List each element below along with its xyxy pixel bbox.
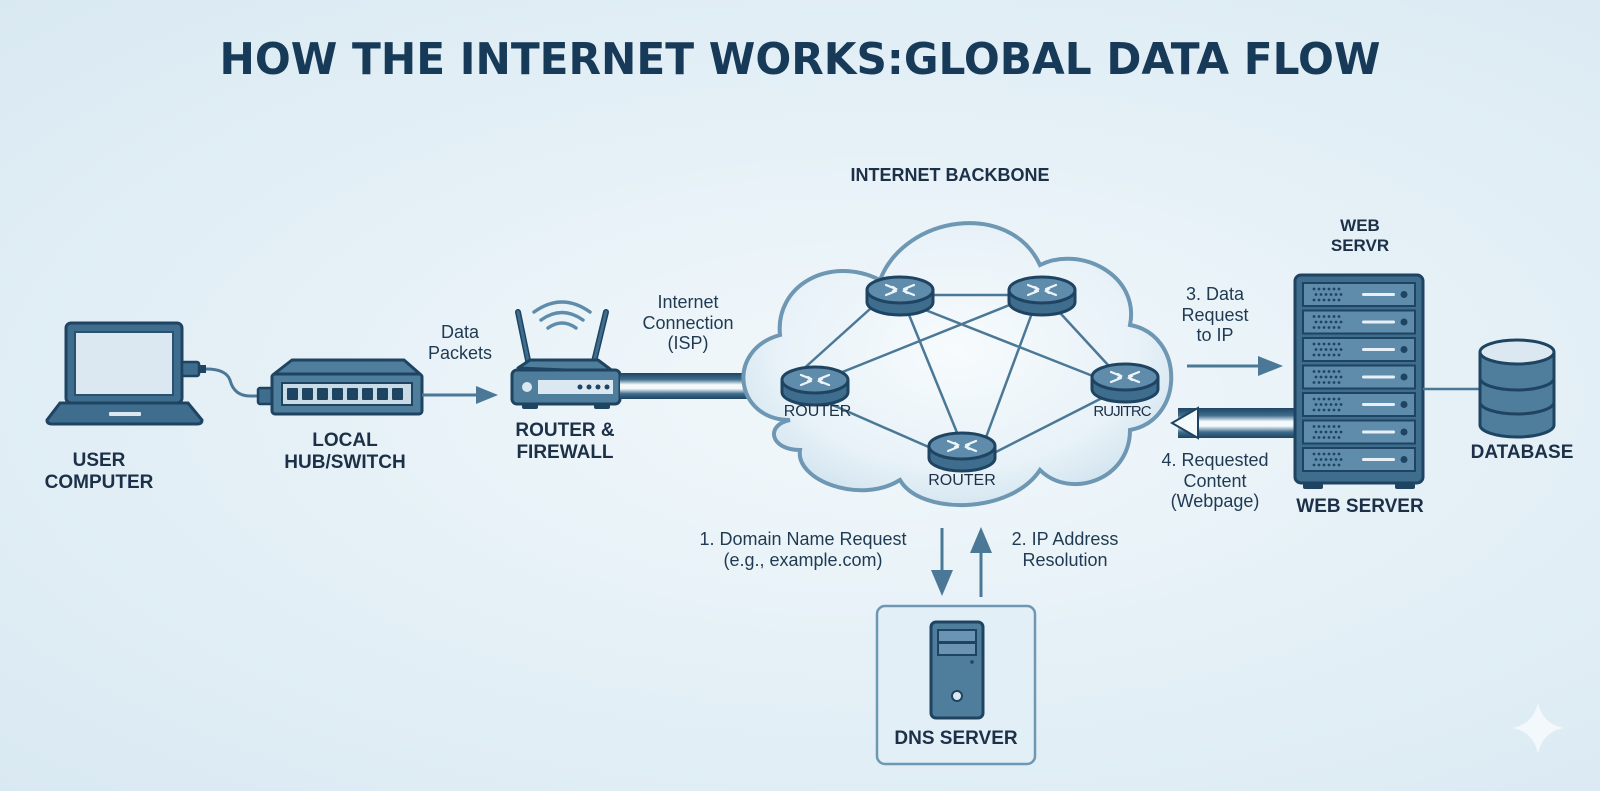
data-packets-label: Data Packets [420,322,500,363]
router-icon[interactable] [1090,362,1160,404]
label-line: 1. Domain Name Request [699,529,907,549]
step2-label: 2. IP Address Resolution [995,529,1135,570]
router-icon[interactable] [1007,275,1077,317]
isp-label: Internet Connection (ISP) [628,292,748,354]
router-icon[interactable] [780,365,850,407]
label-line: (e.g., example.com) [723,549,883,570]
requested-content-arrow [1169,406,1294,440]
label-line: to IP [1196,325,1234,346]
rack-unit [1302,337,1416,362]
data-packets-arrow [422,386,498,404]
server-tower-icon [929,620,985,720]
ip-resolution-arrow [970,527,992,597]
wifi-router-icon[interactable] [510,300,622,409]
rack-unit [1302,309,1416,335]
laptop-icon[interactable] [45,321,206,426]
rack-unit [1302,392,1416,417]
domain-request-arrow [931,528,953,596]
cable-laptop-to-switch [205,367,258,398]
router-firewall-label: ROUTER & FIREWALL [505,420,625,464]
label-line: SERVR [1330,235,1390,255]
label-line: HUB/SWITCH [284,451,406,473]
label-line: LOCAL [312,430,378,451]
rack-unit [1302,419,1416,445]
label-line: FIREWALL [516,441,614,463]
router-label: ROUTER [928,472,996,489]
user-computer-label: USER COMPUTER [44,450,154,494]
diagram-title: HOW THE INTERNET WORKS:GLOBAL DATA FLOW [219,34,1381,85]
database-icon[interactable] [1478,338,1556,439]
label-line: 2. IP Address [1011,529,1119,549]
label-line: Resolution [1022,549,1108,570]
rack-unit [1302,447,1416,472]
web-server-top-label: WEB SERVR [1300,216,1420,255]
step3-label: 3. Data Request to IP [1160,284,1270,346]
isp-connection-pipe [620,373,748,399]
router-label: ROUTER [783,403,852,420]
switch-icon[interactable] [256,358,424,416]
backbone-title: INTERNET BACKBONE [850,165,1050,185]
label-line: USER [72,450,126,471]
wifi-signal-icon [532,300,592,330]
web-server-label: WEB SERVER [1296,496,1424,517]
label-line: ROUTER & [515,420,615,441]
router-icon[interactable] [927,431,997,473]
label-line: (Webpage) [1170,491,1260,512]
label-line: Connection [642,312,734,333]
label-line: Internet [657,292,719,312]
dns-server-label: DNS SERVER [894,728,1018,749]
label-line: (ISP) [667,333,709,354]
step1-label: 1. Domain Name Request (e.g., example.co… [668,529,938,570]
rack-unit [1302,282,1416,307]
sparkle-icon [1512,702,1564,754]
router-icon[interactable] [865,275,935,317]
local-hub-label: LOCAL HUB/SWITCH [275,430,415,474]
label-line: Data [440,322,480,342]
rack-unit [1302,364,1416,390]
step4-label: 4. Requested Content (Webpage) [1140,450,1290,512]
label-line: COMPUTER [44,471,154,493]
router-label: RUJITRC [1093,403,1151,420]
data-request-arrow [1187,356,1283,376]
label-line: Content [1183,470,1247,491]
server-rack-icon[interactable] [1293,273,1425,489]
label-line: WEB [1340,216,1380,235]
database-label: DATABASE [1470,442,1574,463]
label-line: Request [1181,304,1249,325]
label-line: Packets [427,342,493,363]
label-line: 4. Requested [1161,450,1269,470]
label-line: 3. Data [1185,284,1245,304]
